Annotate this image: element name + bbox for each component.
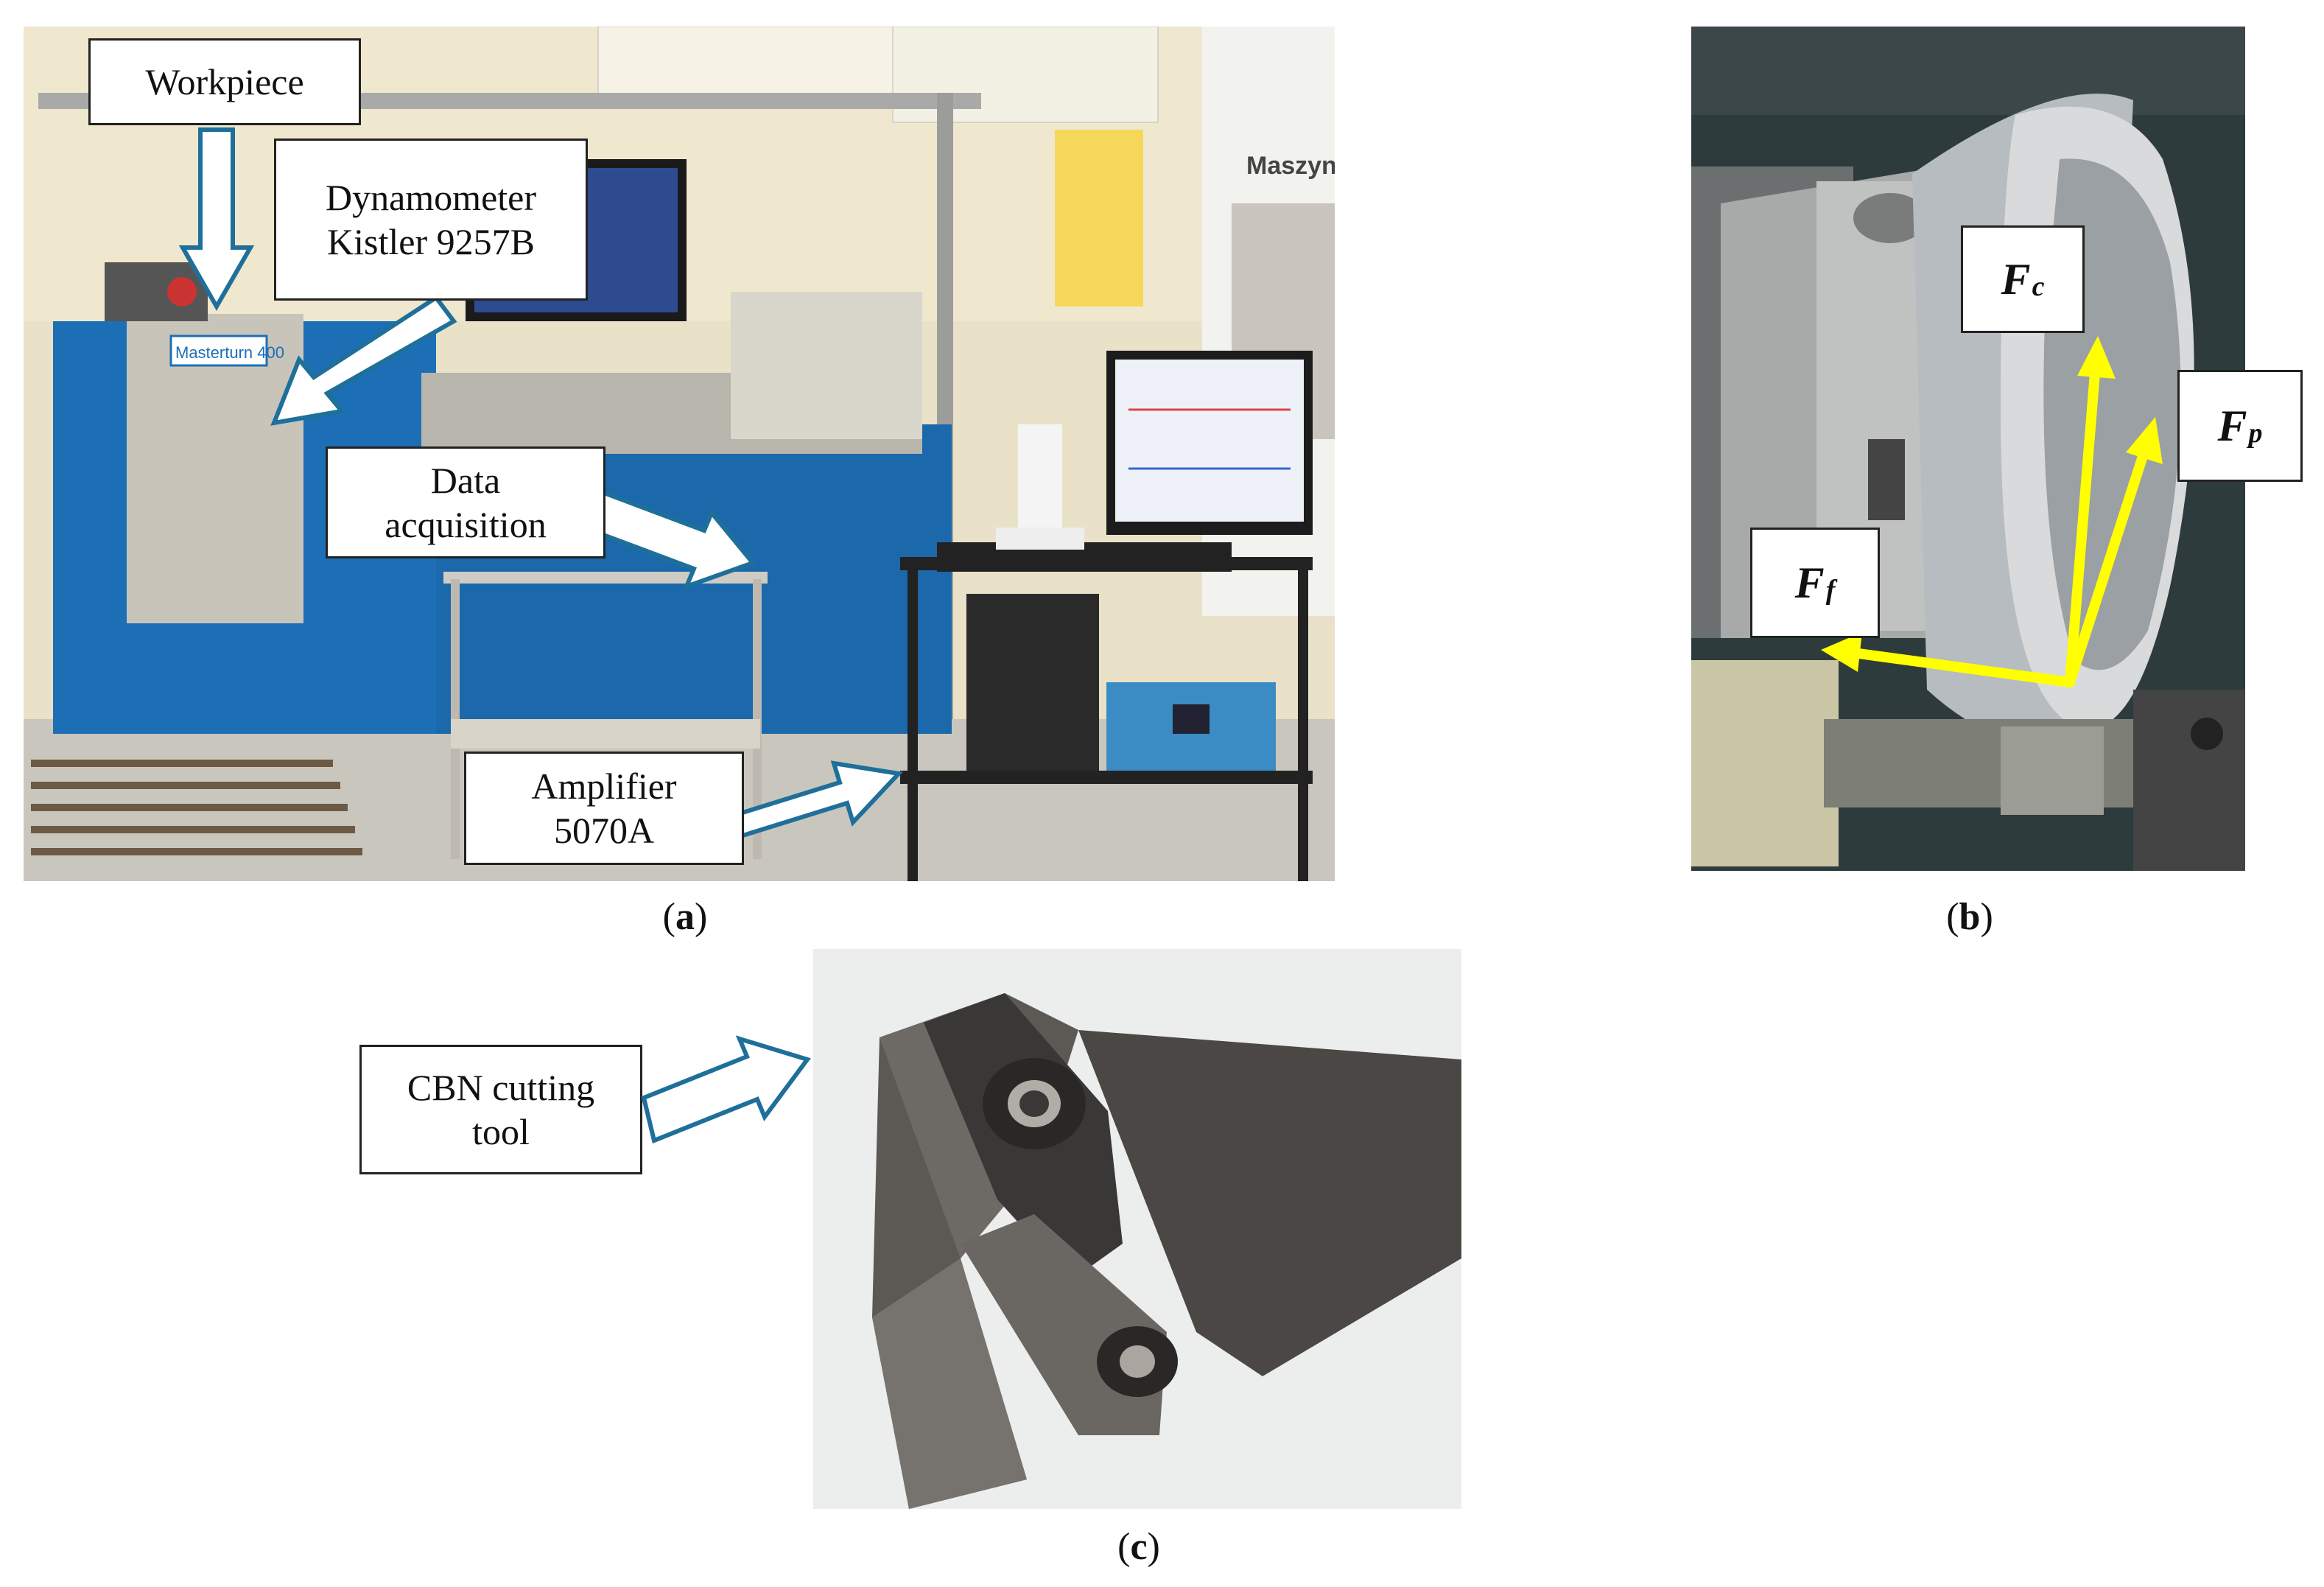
cbn-tool-label-line1: CBN cutting	[407, 1067, 595, 1108]
caption-b: (b)	[1946, 896, 1993, 938]
workpiece-label-text: Workpiece	[145, 61, 304, 102]
dynamometer-label-line2: Kistler 9257B	[327, 221, 535, 262]
cbn-tool-illustration	[813, 949, 1461, 1509]
workpiece-label: Workpiece	[88, 38, 361, 125]
data-acquisition-label-line2: acquisition	[385, 504, 547, 545]
lathe-badge: Masterturn 400	[175, 343, 284, 362]
panel-a-photo: Maszyny Masterturn 400	[24, 27, 1335, 881]
banner-text: Maszyny	[1246, 152, 1335, 180]
panel-c-photo	[813, 949, 1461, 1509]
amplifier-label: Amplifier 5070A	[464, 752, 744, 865]
cbn-tool-label-line2: tool	[472, 1111, 530, 1152]
dynamometer-label: Dynamometer Kistler 9257B	[274, 139, 588, 301]
caption-c: (c)	[1117, 1526, 1160, 1568]
caption-a: (a)	[662, 896, 708, 938]
amplifier-label-line1: Amplifier	[531, 766, 677, 807]
amplifier-label-line2: 5070A	[553, 810, 655, 851]
panel-b-photo	[1691, 27, 2245, 871]
data-acquisition-label: Data acquisition	[326, 446, 605, 558]
data-acquisition-label-line1: Data	[430, 460, 501, 501]
dynamometer-label-line1: Dynamometer	[325, 177, 536, 218]
cbn-tool-label: CBN cutting tool	[359, 1045, 642, 1174]
cutting-forces-illustration	[1691, 27, 2245, 871]
